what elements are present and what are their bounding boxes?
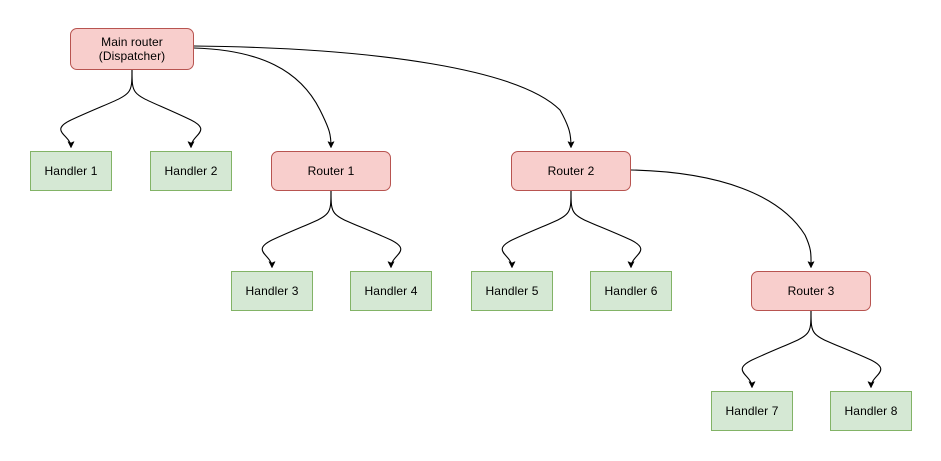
node-label-handler-2: Handler 2 <box>164 164 218 178</box>
node-label-handler-3: Handler 3 <box>245 284 299 298</box>
node-label-handler-5: Handler 5 <box>485 284 539 298</box>
node-handler-4[interactable]: Handler 4 <box>350 271 432 311</box>
edge-router-3-to-handler-8 <box>810 310 882 387</box>
edge-main-to-handler-1 <box>60 69 133 147</box>
node-label-handler-8: Handler 8 <box>844 404 898 418</box>
node-router-2[interactable]: Router 2 <box>511 151 631 191</box>
node-handler-5[interactable]: Handler 5 <box>471 271 553 311</box>
node-handler-2[interactable]: Handler 2 <box>150 151 232 191</box>
node-label-router-2: Router 2 <box>547 164 595 178</box>
edge-main-to-router-1 <box>193 47 331 147</box>
node-router-3[interactable]: Router 3 <box>751 271 871 311</box>
node-label-main-router: Main router (Dispatcher) <box>98 35 166 63</box>
edge-router-2-to-handler-6 <box>570 190 642 267</box>
node-handler-8[interactable]: Handler 8 <box>830 391 912 431</box>
node-handler-1[interactable]: Handler 1 <box>30 151 112 191</box>
node-handler-3[interactable]: Handler 3 <box>231 271 313 311</box>
edge-main-to-handler-2 <box>131 69 202 147</box>
node-label-handler-6: Handler 6 <box>604 284 658 298</box>
edge-router-3-to-handler-7 <box>741 310 812 387</box>
node-main-router[interactable]: Main router (Dispatcher) <box>70 28 194 70</box>
node-label-handler-4: Handler 4 <box>364 284 418 298</box>
node-label-router-3: Router 3 <box>787 284 835 298</box>
edge-router-2-to-handler-5 <box>501 190 572 267</box>
node-label-router-1: Router 1 <box>307 164 355 178</box>
node-router-1[interactable]: Router 1 <box>271 151 391 191</box>
edge-router-2-to-router-3 <box>630 169 811 267</box>
edge-router-1-to-handler-3 <box>261 190 332 267</box>
node-label-handler-7: Handler 7 <box>725 404 779 418</box>
node-handler-7[interactable]: Handler 7 <box>711 391 793 431</box>
edge-router-1-to-handler-4 <box>330 190 402 267</box>
node-label-handler-1: Handler 1 <box>44 164 98 178</box>
edge-main-to-router-2 <box>193 45 571 147</box>
node-handler-6[interactable]: Handler 6 <box>590 271 672 311</box>
